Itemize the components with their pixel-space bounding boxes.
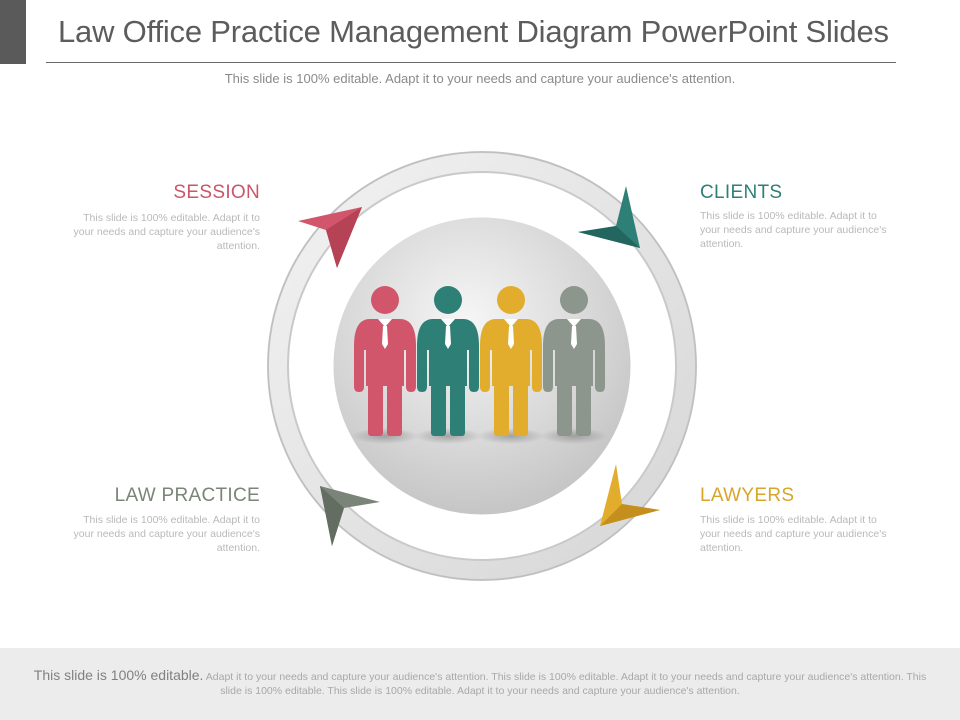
footer-lead: This slide is 100% editable.: [33, 667, 204, 683]
page-subtitle: This slide is 100% editable. Adapt it to…: [224, 71, 736, 86]
law-practice-arrow-shade: [320, 486, 344, 546]
session-arrow-shade: [326, 207, 362, 268]
person-figure: [540, 286, 608, 444]
law-practice-description: This slide is 100% editable. Adapt it to…: [73, 514, 260, 554]
person-figure: [351, 286, 419, 444]
footer-band: This slide is 100% editable. Adapt it to…: [0, 648, 960, 720]
person-figure: [414, 286, 482, 444]
outer-ring: [267, 151, 697, 581]
session-description: This slide is 100% editable. Adapt it to…: [73, 212, 260, 252]
person-figure: [477, 286, 545, 444]
footer-text: This slide is 100% editable. Adapt it to…: [30, 668, 930, 698]
people-group: [351, 286, 608, 444]
title-divider: [46, 62, 896, 63]
clients-heading: CLIENTS: [700, 182, 783, 203]
lawyers-description: This slide is 100% editable. Adapt it to…: [700, 514, 887, 554]
footer-body: Adapt it to your needs and capture your …: [205, 671, 927, 697]
page-title: Law Office Practice Management Diagram P…: [58, 14, 889, 49]
clients-arrow-shade: [578, 226, 640, 248]
lawyers-heading: LAWYERS: [700, 485, 795, 506]
clients-description: This slide is 100% editable. Adapt it to…: [700, 210, 887, 250]
cycle-diagram: [267, 151, 697, 581]
corner-accent: [0, 0, 26, 64]
law-practice-heading: LAW PRACTICE: [114, 485, 260, 506]
lawyers-arrow-shade: [600, 504, 660, 526]
session-heading: SESSION: [173, 182, 260, 203]
